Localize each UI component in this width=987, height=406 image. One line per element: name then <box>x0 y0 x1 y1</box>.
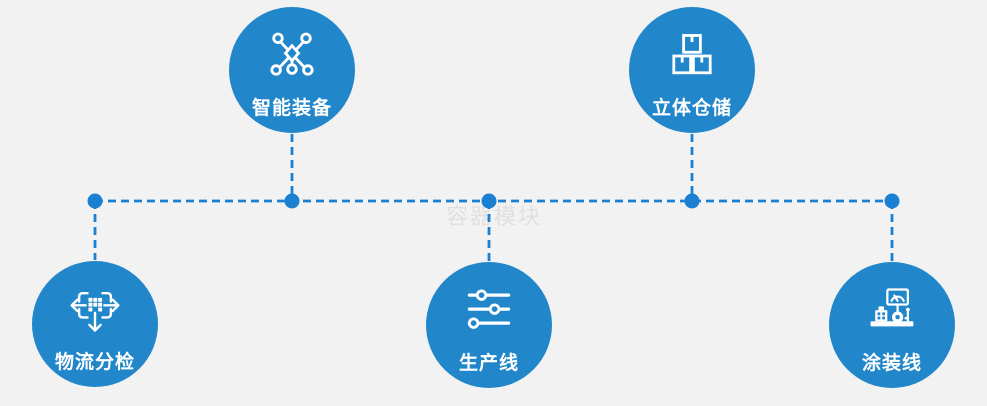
junction-dot <box>884 193 900 209</box>
sorting-arrows-icon <box>70 291 120 332</box>
stacked-boxes-icon <box>672 34 712 75</box>
node-logistics-sorting: 物流分检 <box>32 261 158 387</box>
junction-dot <box>684 193 700 209</box>
sliders-icon <box>467 289 511 329</box>
node-intelligent-equipment: 智能装备 <box>229 7 355 133</box>
machine-station-icon <box>870 288 914 327</box>
node-stereoscopic-warehouse: 立体仓储 <box>629 7 755 133</box>
junction-dot <box>284 193 300 209</box>
network-nodes-icon <box>270 32 314 76</box>
node-label: 生产线 <box>458 353 519 374</box>
junction-dot <box>87 193 103 209</box>
node-label: 物流分检 <box>54 352 135 373</box>
node-painting-line: 涂装线 <box>829 262 955 388</box>
node-label: 智能装备 <box>251 98 332 119</box>
watermark-text: 容器模块 <box>446 204 543 229</box>
node-production-line: 生产线 <box>426 262 552 388</box>
node-label: 涂装线 <box>861 353 922 374</box>
junction-dot <box>481 193 497 209</box>
node-label: 立体仓储 <box>651 98 732 119</box>
